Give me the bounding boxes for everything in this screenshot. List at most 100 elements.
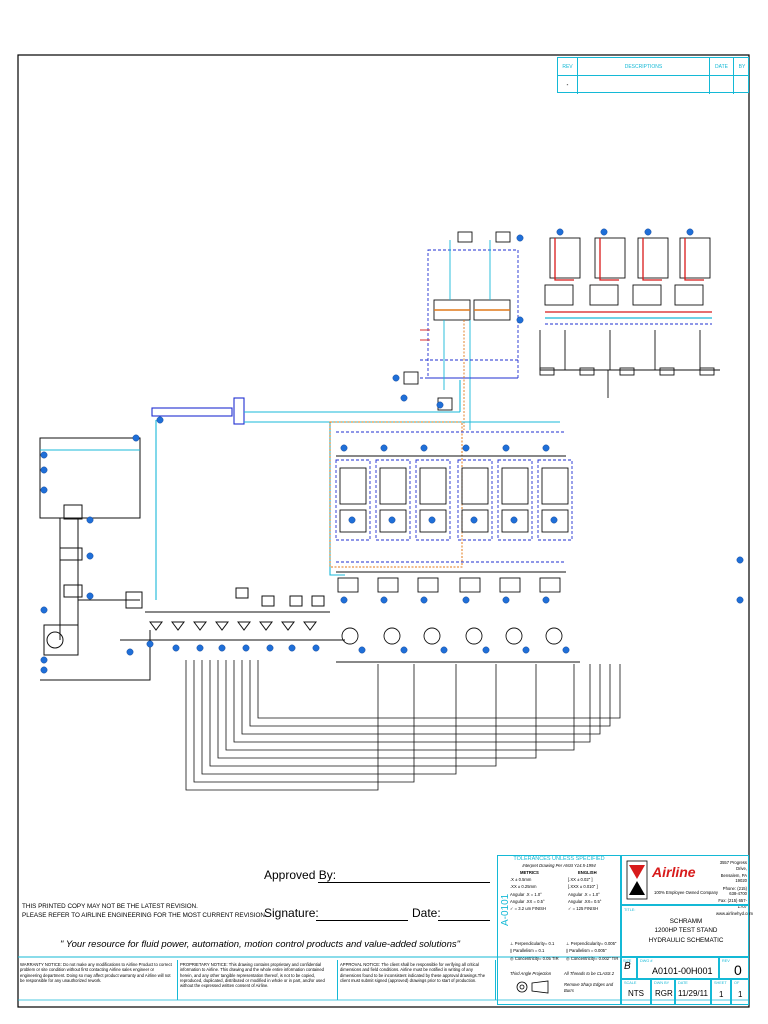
rev-entry: -	[558, 76, 578, 94]
title-label: TITLE:	[624, 908, 636, 912]
english-tolerance-line-4: ✓ = 125 FINISH	[568, 906, 599, 912]
approved-by-line[interactable]	[318, 882, 490, 883]
dwn-cell: DWN BY RGR	[651, 979, 675, 1005]
company-tagline: 100% Employee Owned Company	[654, 890, 719, 895]
printed-copy-line1: THIS PRINTED COPY MAY NOT BE THE LATEST …	[22, 903, 198, 910]
date-label: Date:	[412, 906, 441, 920]
date-line[interactable]	[438, 920, 490, 921]
callout-bubble	[736, 596, 744, 604]
proprietary-notice: PROPRIETARY NOTICE: This drawing contain…	[178, 960, 338, 1000]
english-geo-line-1: ∥ Parallelism = 0.005"	[566, 948, 607, 954]
company-name: Airline	[652, 864, 696, 880]
date-cell-label: DATE	[678, 981, 688, 985]
callout-bubble	[542, 444, 550, 452]
english-geo-line-0: ⊥ Perpendicularity= 0.005"	[566, 941, 617, 946]
callout-bubble	[340, 444, 348, 452]
drawn-by: RGR	[655, 989, 673, 998]
scale-cell: SCALE NTS	[621, 979, 651, 1005]
approved-by-label: Approved By:	[264, 868, 337, 882]
dwn-label: DWN BY	[654, 981, 670, 985]
of-label: OF	[734, 981, 740, 985]
dwg-cell: DWG # A0101-00H001	[637, 957, 719, 979]
metric-tolerance-line-3: Angular .XX = 0.5°	[510, 898, 545, 904]
metric-tolerance-line-4: ✓ = 3.2 um FINISH	[510, 906, 546, 912]
callout-bubble	[146, 640, 154, 648]
callout-bubble	[428, 516, 436, 524]
callout-bubble	[516, 316, 524, 324]
valve-stations	[335, 431, 580, 663]
english-tolerance-line-1: [.XXX ± 0.010" ]	[568, 884, 598, 890]
english-tolerance-line-3: Angular .XX= 0.5°	[568, 898, 602, 904]
callout-bubble	[736, 556, 744, 564]
of-cell: OF 1	[731, 979, 749, 1005]
revision-number: 0	[734, 962, 742, 978]
callout-bubble	[440, 646, 448, 654]
drawing-title-line-2: HYDRAULIC SCHEMATIC	[648, 936, 724, 944]
rev-header-rev: REV	[558, 58, 578, 76]
rev-header-by: BY	[738, 64, 746, 70]
callout-bubble	[156, 416, 164, 424]
return-manifold	[185, 660, 621, 791]
drawing-title-line-1: 1200HP TEST STAND	[654, 927, 718, 935]
callout-bubble	[686, 228, 694, 236]
callout-bubble	[522, 646, 530, 654]
upper-right-stations	[539, 237, 720, 398]
tolerance-block: TOLERANCES UNLESS SPECIFIED Interpret Dr…	[497, 855, 621, 1005]
metric-tolerance-line-1: .XX ± 0.25mm	[510, 884, 537, 890]
callout-bubble	[242, 644, 250, 652]
callout-bubble	[40, 466, 48, 474]
callout-bubble	[470, 516, 478, 524]
english-label: ENGLISH	[578, 870, 597, 875]
approval-notice: APPROVAL NOTICE: The client shall be res…	[338, 960, 496, 1000]
metric-geometric: ⊥ Perpendicularity= 0.1∥ Parallelism = 0…	[510, 941, 568, 963]
rev-cell: REV 0	[719, 957, 749, 979]
projection-symbol	[516, 980, 549, 994]
airline-logo-icon	[626, 860, 648, 900]
callout-bubble	[132, 434, 140, 442]
metric-geo-line-1: ∥ Parallelism = 0.1	[510, 948, 545, 954]
callout-bubble	[392, 374, 400, 382]
callout-bubble	[40, 486, 48, 494]
english-tolerance-line-2: Angular .X = 1.0°	[568, 891, 600, 897]
size-cell: SIZE	[621, 957, 637, 979]
dwg-label: DWG #	[640, 959, 653, 963]
drawing-number: A0101-00H001	[652, 966, 713, 976]
callout-bubble	[126, 648, 134, 656]
callout-bubble	[516, 234, 524, 242]
rev-desc-empty	[578, 76, 710, 94]
rev-by-empty	[734, 76, 750, 94]
callout-bubble	[86, 592, 94, 600]
company-address-line-4: www.airlinehyd.com	[716, 911, 754, 917]
callout-bubble	[86, 552, 94, 560]
callout-bubble	[40, 606, 48, 614]
company-block: Airline 100% Employee Owned Company 3557…	[621, 855, 753, 916]
callout-bubble	[462, 596, 470, 604]
metric-tolerance-line-2: Angular .X = 1.0°	[510, 891, 542, 897]
revision-table: REV DESCRIPTIONS DATE BY -	[557, 57, 750, 94]
scale-value: NTS	[628, 989, 644, 998]
callout-bubble	[340, 596, 348, 604]
date-cell: DATE 11/29/11	[675, 979, 711, 1005]
callout-bubble	[380, 596, 388, 604]
callout-bubble	[86, 516, 94, 524]
signature-line[interactable]	[316, 920, 408, 921]
callout-bubble	[644, 228, 652, 236]
threads-note: All Threads to be CLASS 2	[564, 971, 615, 976]
printed-copy-line2: PLEASE REFER TO AIRLINE ENGINEERING FOR …	[22, 912, 267, 919]
drawing-title-line-0: SCHRAMM	[669, 918, 703, 925]
company-address-line-0: 3557 Progress Drive,	[719, 860, 747, 871]
callout-bubble	[462, 444, 470, 452]
rev-date-empty	[710, 76, 734, 94]
sheet-cell: SHEET 1	[711, 979, 731, 1005]
callout-bubble	[40, 451, 48, 459]
size-label: SIZE	[623, 959, 632, 963]
callout-bubble	[312, 644, 320, 652]
callout-bubble	[40, 656, 48, 664]
callout-bubble	[502, 596, 510, 604]
